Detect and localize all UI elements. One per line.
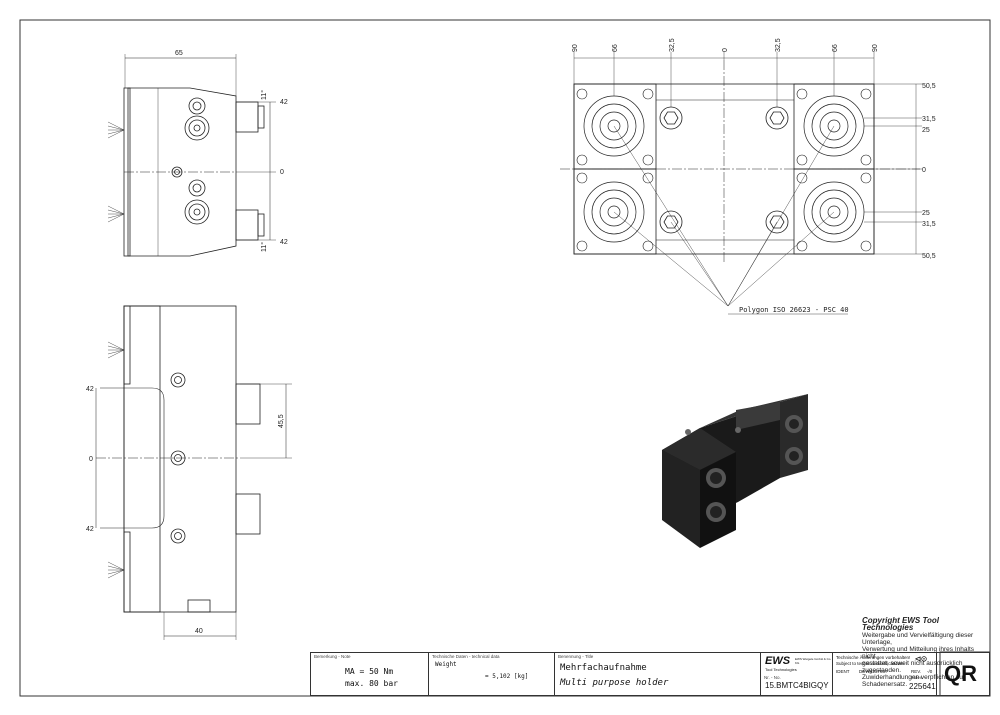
index-label: Index	[911, 675, 923, 680]
polygon-callout: Polygon ISO 26623 - PSC 40	[739, 306, 849, 314]
top-ylabel-1: 50,5	[922, 83, 936, 90]
front-dim-top: 42	[86, 386, 94, 393]
isometric-render	[662, 394, 808, 548]
copyright-title: Copyright EWS Tool Technologies	[862, 616, 940, 632]
remark-cell: Bemerkung - Note MA = 50 Nm max. 80 bar	[311, 653, 429, 695]
copyright-line: Verwertung und Mitteilung ihres Inhalts …	[862, 646, 975, 660]
front-view	[95, 305, 292, 640]
remark-label: Bemerkung - Note	[314, 654, 351, 659]
copyright-notice: Copyright EWS Tool Technologies Weiterga…	[862, 616, 982, 689]
company-logo: EWS	[765, 655, 791, 667]
weight-value: = 5,102 [kg]	[485, 673, 529, 680]
side-dim-angle-bottom: 11°	[260, 242, 268, 252]
side-view	[107, 54, 276, 257]
top-xlabel-5: 32,5	[775, 38, 782, 52]
name-german: Mehrfachaufnahme	[560, 663, 647, 673]
side-dim-width: 65	[175, 50, 183, 57]
changes-german: Technische Änderungen vorbehalten!	[836, 655, 911, 660]
top-ylabel-6: 31,5	[922, 221, 936, 228]
top-ylabel-4: 0	[922, 167, 926, 174]
front-dim-depth: 40	[195, 628, 203, 635]
top-ylabel-5: 25	[922, 210, 930, 217]
ident-value: DEWS237037	[859, 669, 888, 674]
ident-label: IDENT	[836, 669, 850, 674]
changes-english: Subject to technical modifications!	[836, 661, 904, 666]
front-dim-bottom: 42	[86, 526, 94, 533]
side-dim-angle-top: 11°	[260, 90, 268, 100]
company-cell: EWS Tool Technologies EWS Weigele GmbH &…	[761, 653, 833, 695]
front-dim-zero: 0	[89, 456, 93, 463]
qr-label: QR	[944, 661, 977, 686]
top-xlabel-4: 0	[722, 48, 729, 52]
copyright-line: Zuwiderhandlungen verpflichten zu Schade…	[862, 674, 963, 688]
remark-line1: MA = 50 Nm	[345, 667, 394, 676]
projection-icon: ⊲⊙	[915, 654, 928, 665]
index-value: 225641	[909, 682, 936, 691]
rev-value: -/0	[927, 669, 933, 674]
top-ylabel-7: 50,5	[922, 253, 936, 260]
top-xlabel-3: 32,5	[669, 38, 676, 52]
top-view	[560, 52, 922, 315]
part-number: 15.BMTC4BIGQY	[765, 681, 829, 690]
side-dim-top: 42	[280, 99, 288, 106]
copyright-line: gestattet, soweit nicht ausdrücklich zug…	[862, 660, 963, 674]
copyright-line: Weitergabe und Vervielfältigung dieser U…	[862, 632, 974, 646]
title-block: Bemerkung - Note MA = 50 Nm max. 80 bar …	[310, 652, 990, 696]
weight-label: Weight	[435, 661, 457, 668]
rev-label: REV.	[911, 669, 922, 674]
nr-label: Nr. - No.	[764, 675, 781, 680]
top-xlabel-1: 90	[572, 44, 579, 52]
name-cell: Benennung - Title Mehrfachaufnahme Multi…	[555, 653, 761, 695]
changes-cell: Technische Änderungen vorbehalten! Subje…	[833, 653, 937, 695]
top-ylabel-3: 25	[922, 127, 930, 134]
side-dim-bottom: 42	[280, 239, 288, 246]
name-english: Multi purpose holder	[560, 678, 669, 688]
company-sub: Tool Technologies	[765, 667, 797, 672]
top-xlabel-2: 66	[612, 44, 619, 52]
name-label: Benennung - Title	[558, 654, 594, 659]
top-xlabel-7: 90	[872, 44, 879, 52]
top-xlabel-6: 66	[832, 44, 839, 52]
remark-line2: max. 80 bar	[345, 679, 398, 688]
side-dim-zero: 0	[280, 169, 284, 176]
sheet-border	[19, 19, 991, 697]
tech-label: Technische Daten - technical data	[432, 654, 500, 659]
tech-data-cell: Technische Daten - technical data Weight…	[429, 653, 555, 695]
front-dim-pitch: 45,5	[278, 414, 285, 428]
company-address: EWS Weigele GmbH & Co. KG	[795, 657, 832, 665]
rev-cell: ⊲⊙ REV. -/0 Index 225641	[909, 653, 939, 695]
top-ylabel-2: 31,5	[922, 116, 936, 123]
